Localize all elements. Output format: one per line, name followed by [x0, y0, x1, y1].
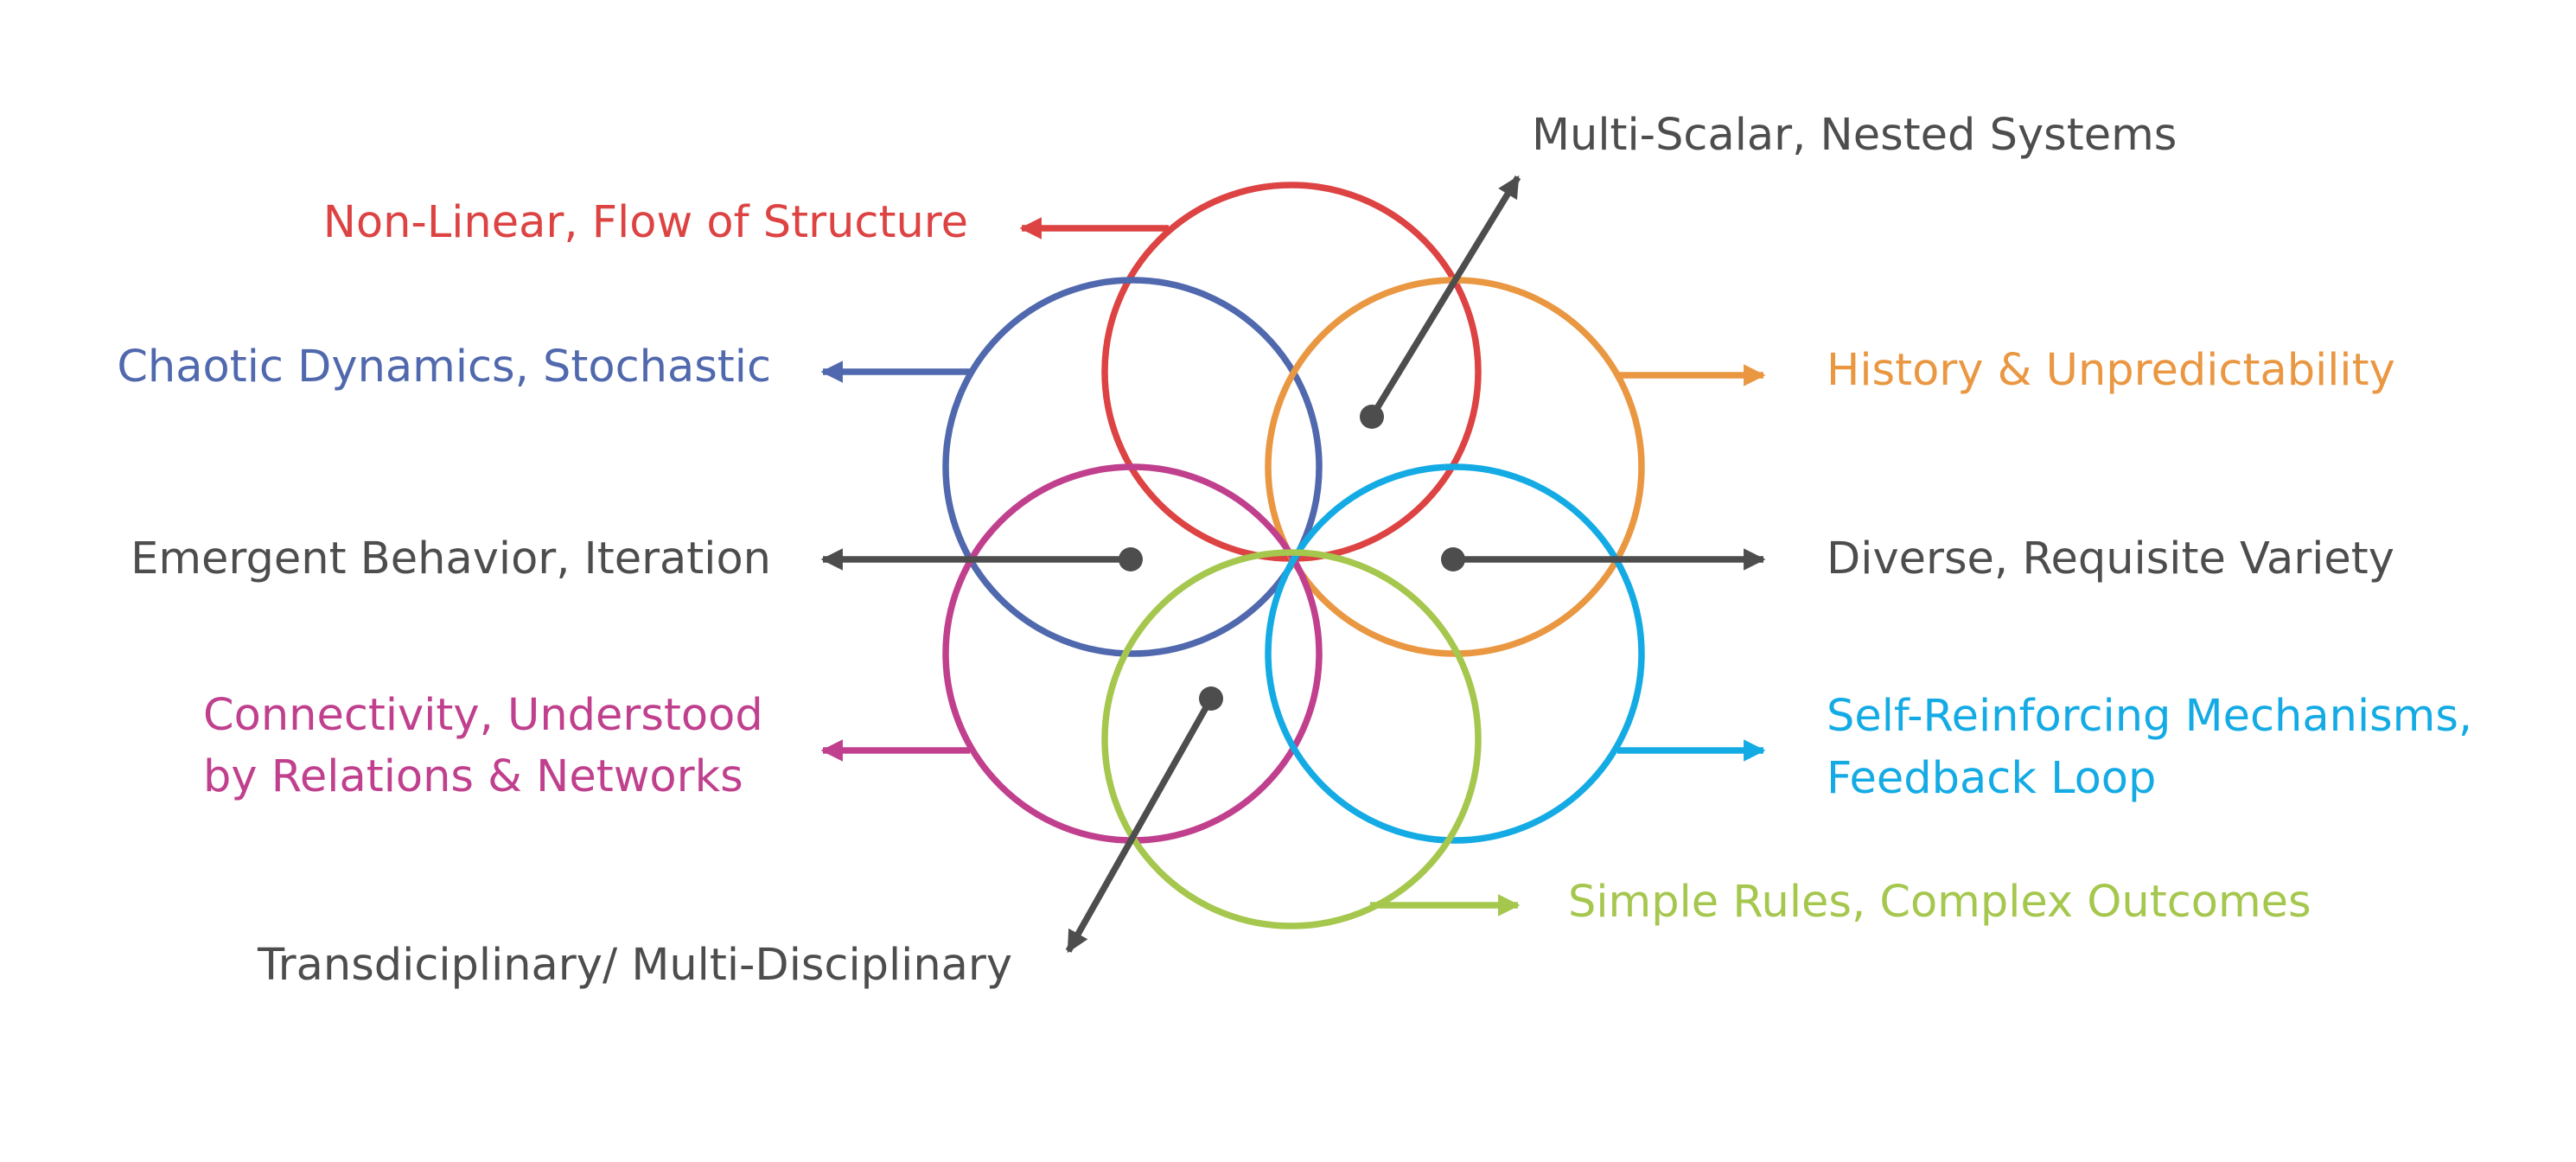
arrow-transdisciplinary [1065, 697, 1215, 954]
label-history: History & Unpredictability [1827, 345, 2395, 396]
dot-diverse [1441, 547, 1465, 571]
dot-multi-scalar [1360, 405, 1384, 429]
label-self-reinforcing-line1: Self-Reinforcing Mechanisms, [1827, 691, 2472, 742]
arrow-multi-scalar [1368, 175, 1521, 418]
label-diverse: Diverse, Requisite Variety [1827, 533, 2394, 584]
arrows-group [820, 175, 1766, 954]
label-multi-scalar: Multi-Scalar, Nested Systems [1532, 110, 2177, 161]
label-chaotic: Chaotic Dynamics, Stochastic [117, 342, 771, 393]
circle-bottom-green [1101, 549, 1482, 929]
dot-transdisciplinary [1199, 686, 1223, 711]
label-simple-rules: Simple Rules, Complex Outcomes [1568, 877, 2311, 928]
label-connectivity-line1: Connectivity, Understood [203, 690, 763, 741]
label-self-reinforcing-line2: Feedback Loop [1827, 753, 2156, 804]
label-transdisciplinary: Transdiciplinary/ Multi-Disciplinary [257, 940, 1012, 991]
label-emergent: Emergent Behavior, Iteration [131, 533, 771, 584]
circles-group [942, 182, 1645, 929]
dot-emergent [1119, 547, 1143, 571]
labels-group: Non-Linear, Flow of Structure Multi-Scal… [117, 110, 2472, 991]
label-non-linear: Non-Linear, Flow of Structure [323, 197, 968, 248]
circle-upper-left-blue [942, 277, 1323, 657]
label-connectivity-line2: by Relations & Networks [203, 751, 743, 802]
circle-lower-right-cyan [1265, 463, 1645, 844]
